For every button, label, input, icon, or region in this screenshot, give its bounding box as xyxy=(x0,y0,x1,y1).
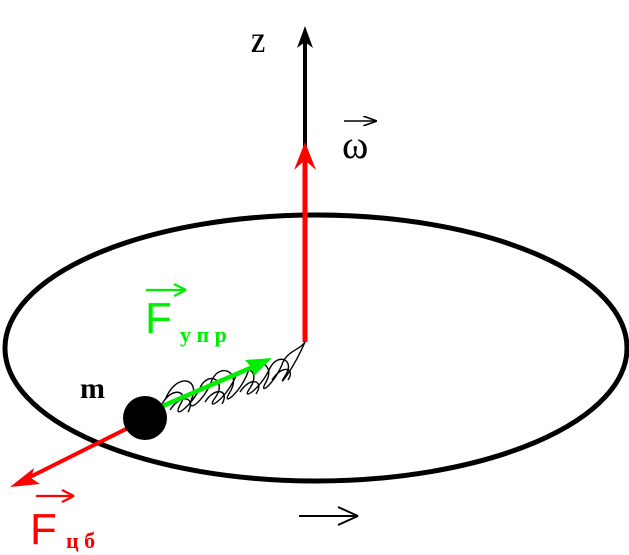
elastic-force-line xyxy=(157,363,256,411)
centrifugal-force-line xyxy=(23,420,141,482)
f-elastic-label: F xyxy=(145,294,172,343)
spring xyxy=(159,341,306,413)
centrifugal-force-arrowhead xyxy=(10,468,40,487)
elastic-force-arrowhead xyxy=(245,358,272,376)
mass-ball xyxy=(123,396,167,440)
omega-vector-arrowhead xyxy=(294,142,316,170)
f-centrifugal-subscript: ц б xyxy=(66,528,95,553)
omega-label: ω xyxy=(342,122,368,167)
f-elastic-arrow-over-head xyxy=(173,283,187,297)
orbit-ellipse xyxy=(2,212,629,484)
z-axis-label: Z xyxy=(251,30,266,58)
f-centrifugal-label: F xyxy=(30,505,57,554)
f-centrifugal-arrow-over-head xyxy=(61,489,75,503)
bottom-arrow-head xyxy=(337,506,359,526)
z-axis-arrowhead xyxy=(297,26,313,48)
mass-label: m xyxy=(80,372,105,405)
f-elastic-subscript: у п р xyxy=(180,322,227,347)
